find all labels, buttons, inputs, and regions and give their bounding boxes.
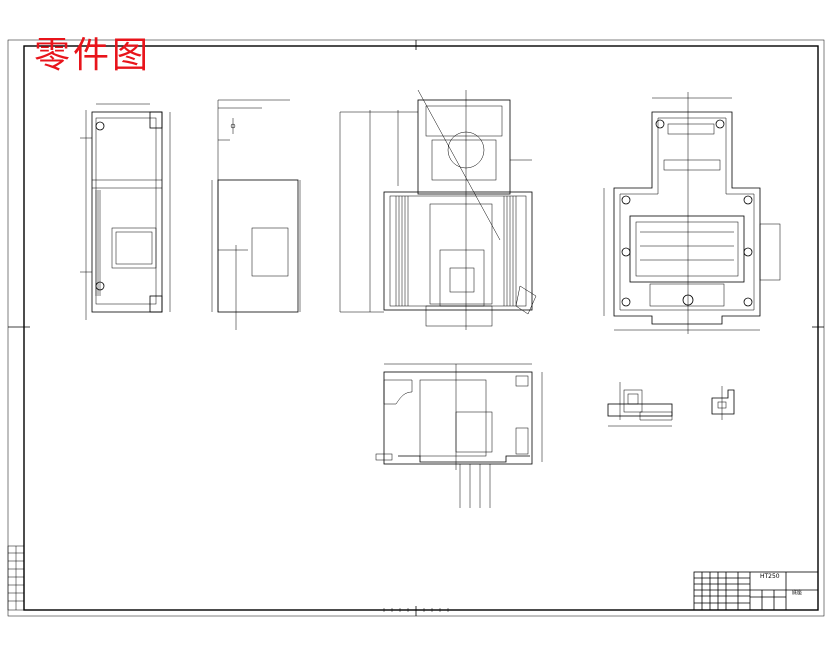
title-block	[693, 571, 819, 611]
view-side-elevation	[211, 99, 301, 330]
view-detail-a	[607, 382, 673, 427]
centering-marks	[8, 40, 824, 616]
drawing-title: 零件图	[34, 35, 152, 76]
view-side-section	[80, 103, 171, 320]
view-top	[603, 92, 781, 334]
revision-block	[7, 545, 25, 611]
scale-ticks	[380, 608, 452, 612]
view-front-section	[339, 89, 537, 330]
section-hatching-right	[503, 196, 517, 306]
title-block-part-code: HT250	[760, 573, 780, 580]
view-detail-b	[711, 386, 735, 420]
view-lower-section	[375, 363, 543, 508]
section-hatching-left	[395, 196, 409, 306]
sheet-outer-border	[7, 39, 825, 617]
sheet-inner-frame	[23, 45, 819, 611]
title-block-part-name: 底座	[792, 590, 803, 596]
